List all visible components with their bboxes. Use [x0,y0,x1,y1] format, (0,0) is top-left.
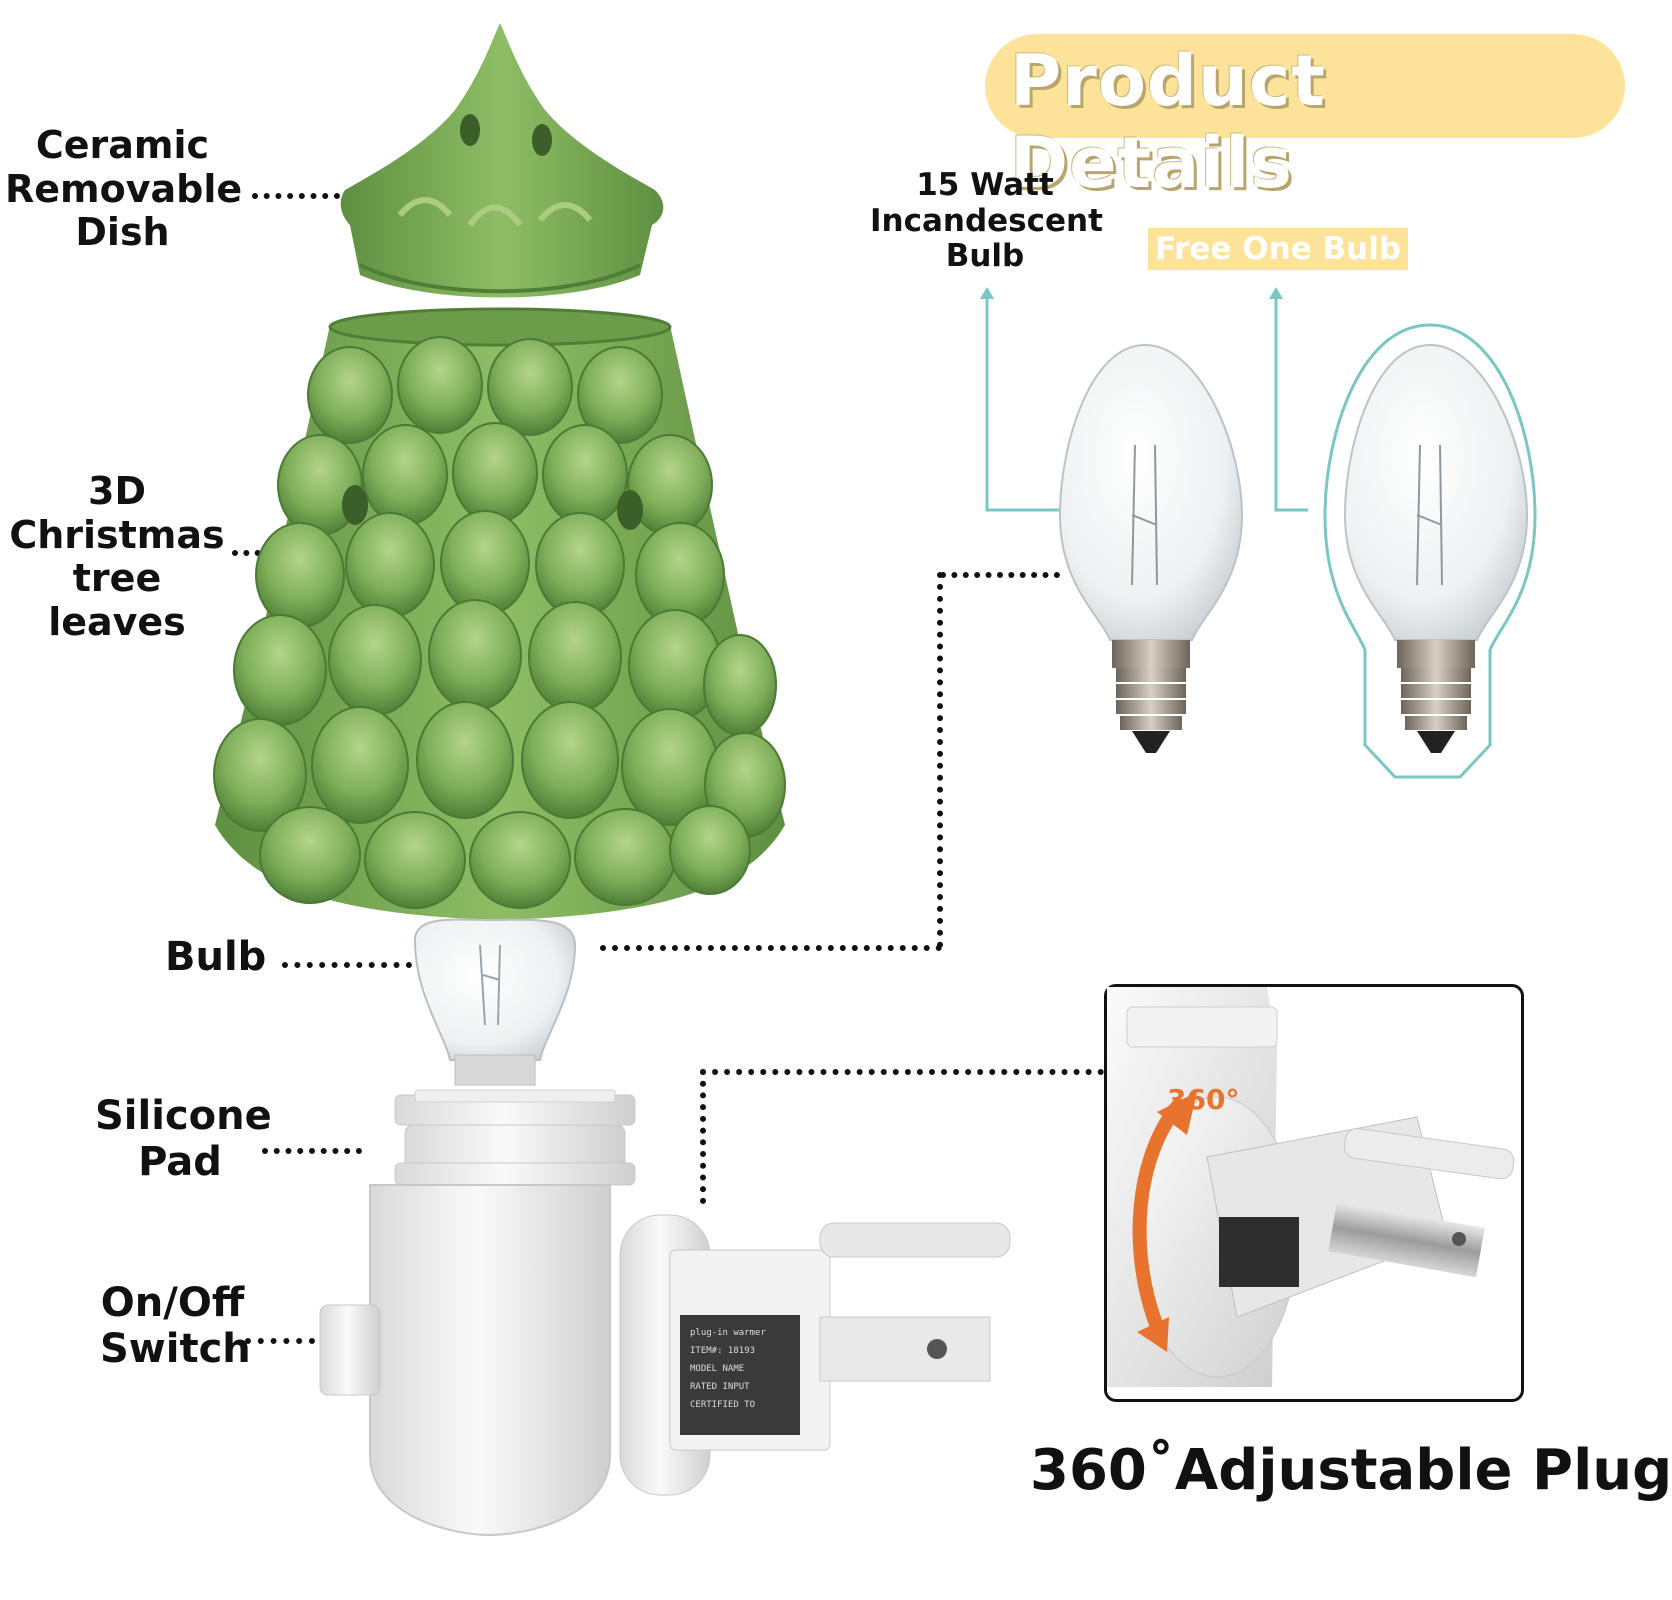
svg-text:plug-in warmer: plug-in warmer [690,1328,766,1338]
leader-bulb-detail-h1 [600,945,942,951]
leader-plug-h [700,1069,1104,1075]
page-title: Product Details [1010,40,1326,204]
svg-text:RATED INPUT: RATED INPUT [690,1382,750,1392]
incandescent-bulb [1058,343,1244,753]
label-on-off-switch: On/Off Switch [100,1280,251,1372]
bulb-spec-label: 15 Watt Incandescent Bulb [870,167,1103,275]
svg-text:CERTIFIED TO: CERTIFIED TO [690,1400,755,1410]
svg-text:MODEL NAME: MODEL NAME [690,1364,744,1374]
leader-bulb-detail-h2 [940,572,1060,578]
detail-bulbs [980,287,1537,779]
svg-text:ITEM#: 18193: ITEM#: 18193 [690,1346,755,1356]
free-bulb-badge [1148,228,1408,270]
rotation-arrow-icon [1132,1100,1184,1334]
plug-caption: 360˚Adjustable Plug [1030,1438,1672,1503]
free-bulb [1323,323,1537,779]
leader-bulb [282,962,412,968]
leader-plug-v [700,1069,706,1204]
teal-connector-2 [1274,297,1308,512]
plug-detail-inset: 360° [1104,984,1524,1402]
rotation-label: 360° [1167,1083,1240,1116]
title-banner [985,34,1625,138]
leader-dish [252,193,340,199]
leader-leaves [232,550,272,556]
bulb-under-tree [413,918,577,1086]
ceramic-dish [340,23,664,298]
plug-detail-drawing [1107,987,1515,1387]
leader-bulb-detail-v [937,572,943,948]
leader-pad [262,1148,362,1154]
label-bulb: Bulb [165,934,267,980]
label-tree-leaves: 3D Christmas tree leaves [9,469,225,645]
christmas-tree-body [213,307,786,920]
label-ceramic-dish: Ceramic Removable Dish [5,123,243,255]
leader-switch [245,1338,315,1344]
free-bulb-text: Free One Bulb [1154,231,1402,267]
silicone-pad [394,1089,636,1186]
on-off-switch [319,1304,381,1396]
label-silicone-pad: Silicone Pad [95,1093,272,1185]
base-housing: plug-in warmer ITEM#: 18193 MODEL NAME R… [319,1184,1011,1537]
warmer-illustration: plug-in warmer ITEM#: 18193 MODEL NAME R… [213,23,1011,1537]
